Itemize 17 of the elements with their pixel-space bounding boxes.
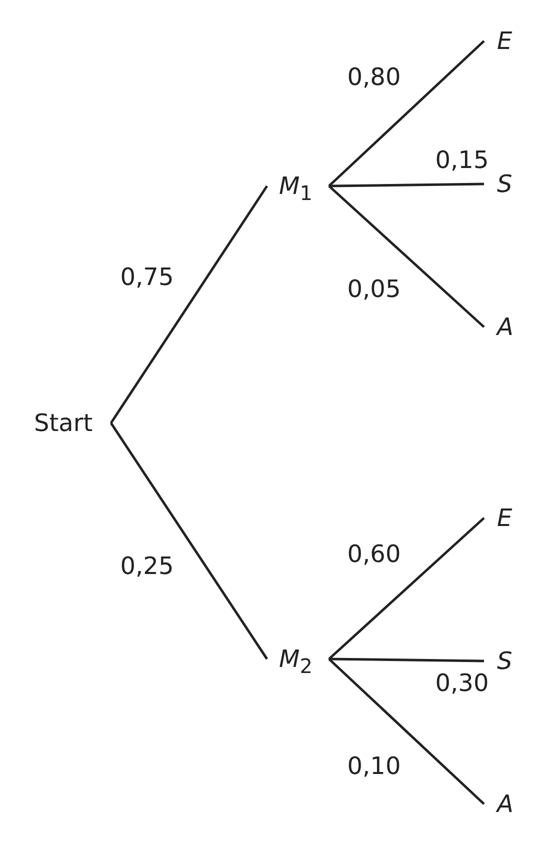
branch-node-label: M$_{2}$ [279,644,312,680]
tree-branch-line [328,658,484,662]
tree-branch-line [328,185,485,328]
outcome-label: E [497,26,512,56]
tree-branch-line [328,517,485,660]
outcome-label: A [497,312,514,342]
tree-branch-line [328,40,485,187]
tree-branch-line [328,182,484,188]
tree-branch-line [110,185,268,424]
tree-branch-line [110,422,268,660]
outcome-label: S [497,646,512,676]
outcome-label: S [497,169,512,199]
branch-node-label: M$_{1}$ [279,171,312,207]
tree-branch-line [328,658,485,805]
outcome-label: E [497,503,512,533]
outcome-label: A [497,789,514,819]
root-label: Start [34,408,93,438]
